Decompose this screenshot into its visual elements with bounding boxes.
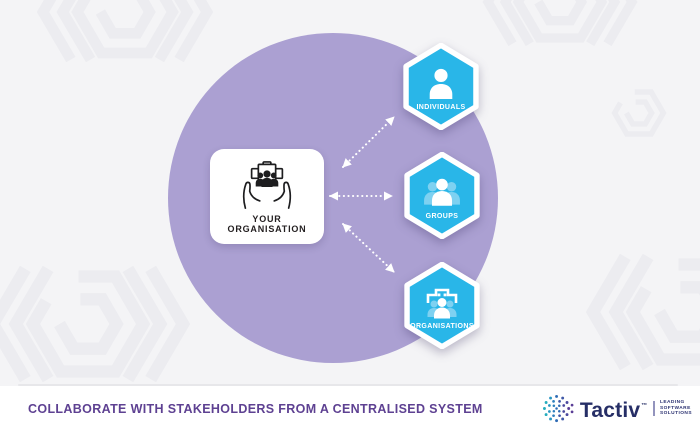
node-organisations-label: ORGANISATIONS — [410, 323, 474, 330]
people-group-icon — [424, 178, 460, 206]
card-label-line1: YOUR — [252, 213, 282, 224]
hands-holding-people-icon — [242, 160, 292, 209]
brand-tagline: LEADING SOFTWARE SOLUTIONS — [660, 400, 692, 417]
footer-bar: COLLABORATE WITH STAKEHOLDERS FROM A CEN… — [0, 386, 700, 431]
diagram-area: YOUR ORGANISATION INDIVIDUALS — [0, 0, 700, 386]
tagline-line: LEADING — [659, 400, 685, 406]
brand-name-text: Tactiv — [579, 399, 641, 422]
brand-name: Tactiv™ — [580, 396, 648, 421]
node-groups-label: GROUPS — [425, 213, 459, 220]
node-groups: GROUPS — [403, 152, 481, 239]
footer-divider — [18, 384, 678, 386]
trademark-symbol: ™ — [641, 403, 648, 409]
your-organisation-card: YOUR ORGANISATION — [210, 149, 324, 244]
node-organisations: ORGANISATIONS — [403, 262, 481, 349]
building-people-icon — [426, 288, 458, 319]
page-title: COLLABORATE WITH STAKEHOLDERS FROM A CEN… — [28, 401, 483, 416]
tactiv-logo: Tactiv™ LEADING SOFTWARE SOLUTIONS — [542, 393, 692, 424]
card-label-line2: ORGANISATION — [227, 224, 307, 234]
brand-separator — [653, 401, 655, 416]
tagline-line: SOFTWARE — [659, 405, 691, 411]
person-icon — [429, 68, 453, 99]
node-individuals: INDIVIDUALS — [402, 43, 480, 130]
tagline-line: SOLUTIONS — [659, 411, 692, 417]
tactiv-dot-sphere-icon — [542, 394, 574, 423]
your-organisation-label: YOUR ORGANISATION — [228, 214, 307, 235]
node-individuals-label: INDIVIDUALS — [416, 104, 466, 111]
